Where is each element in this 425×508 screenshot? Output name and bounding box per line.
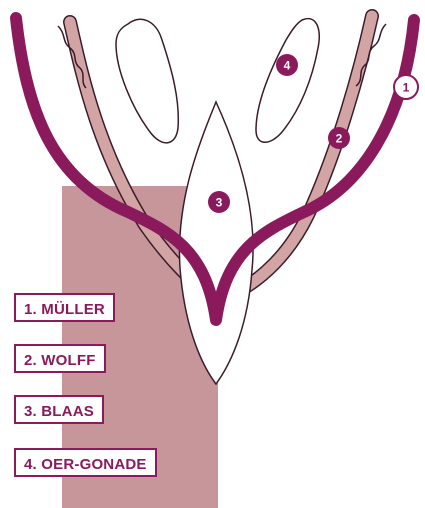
marker-2: 2 [328,127,350,149]
svg-text:4: 4 [284,59,291,73]
svg-text:2: 2 [336,132,343,146]
legend-item-wolff: 2. WOLFF [14,344,106,373]
marker-1: 1 [394,75,418,99]
gonad-right [256,19,319,143]
marker-4: 4 [276,54,298,76]
gonad-left [116,19,178,143]
svg-text:1: 1 [403,81,410,95]
legend-item-bladder: 3. BLAAS [14,395,104,424]
marker-3: 3 [208,191,230,213]
legend-item-muller: 1. MÜLLER [14,293,115,322]
legend-item-gonad: 4. OER-GONADE [14,448,157,477]
svg-text:3: 3 [216,196,223,210]
